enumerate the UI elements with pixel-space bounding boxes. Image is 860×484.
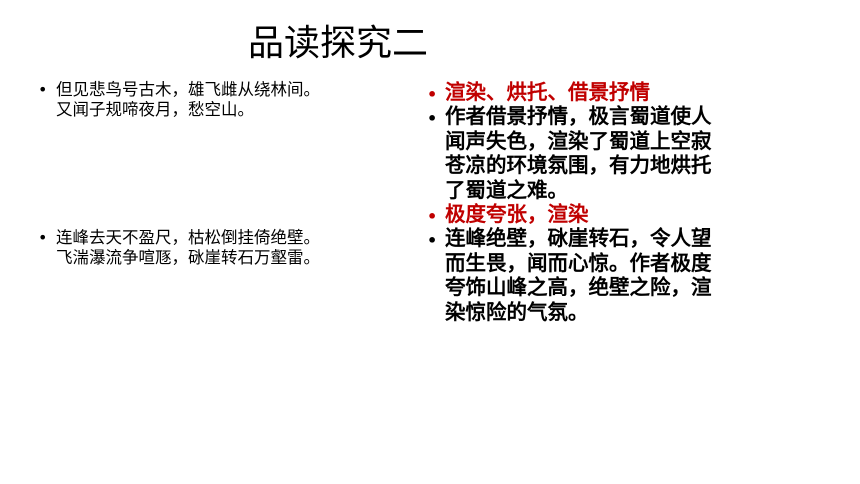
technique-label: 渲染、烘托、借景抒情 [445,80,650,104]
slide-title: 品读探究二 [248,23,429,64]
technique-label: 极度夸张，渲染 [445,202,589,227]
poem-line: 连峰去天不盈尺，枯松倒挂倚绝壁。 [56,228,320,247]
analysis-line: 作者借景抒情，极言蜀道使人 [445,104,712,129]
poem-line: 又闻子规啼夜月，愁空山。 [56,100,254,119]
analysis-paragraph-1: • 作者借景抒情，极言蜀道使人 闻声失色，渲染了蜀道上空寂 苍凉的环境氛围，有力… [425,104,805,202]
analysis-line: 夸饰山峰之高，绝壁之险，渲 [445,275,712,300]
analysis-line: 染惊险的气氛。 [445,299,589,324]
technique-heading-2: • 极度夸张，渲染 [425,202,805,226]
bullet-icon: • [38,80,48,99]
technique-heading-1: • 渲染、烘托、借景抒情 [425,80,805,104]
analysis-line: 闻声失色，渲染了蜀道上空寂 [445,128,712,153]
poem-lines-list: • 但见悲鸟号古木，雄飞雌从绕林间。 又闻子规啼夜月，愁空山。 • 连峰去天不盈… [36,80,416,268]
bullet-icon: • [427,109,438,129]
poem-line: 但见悲鸟号古木，雄飞雌从绕林间。 [56,80,320,99]
analysis-line: 而生畏，闻而心惊。作者极度 [445,250,712,275]
poem-excerpt-2: • 连峰去天不盈尺，枯松倒挂倚绝壁。 飞湍瀑流争喧豗，砯崖转石万壑雷。 [36,228,416,268]
bullet-icon: • [427,231,438,251]
bullet-icon: • [427,85,438,104]
poem-excerpt-1: • 但见悲鸟号古木，雄飞雌从绕林间。 又闻子规啼夜月，愁空山。 [36,80,416,120]
bullet-icon: • [427,207,438,227]
analysis-line: 苍凉的环境氛围，有力地烘托 [445,153,712,178]
poem-line: 飞湍瀑流争喧豗，砯崖转石万壑雷。 [56,248,320,267]
analysis-line: 连峰绝壁，砯崖转石，令人望 [445,226,712,251]
bullet-icon: • [38,228,48,247]
analysis-line: 了蜀道之难。 [445,177,568,202]
analysis-paragraph-2: • 连峰绝壁，砯崖转石，令人望 而生畏，闻而心惊。作者极度 夸饰山峰之高，绝壁之… [425,226,805,324]
analysis-list: • 渲染、烘托、借景抒情 • 作者借景抒情，极言蜀道使人 闻声失色，渲染了蜀道上… [425,80,805,324]
